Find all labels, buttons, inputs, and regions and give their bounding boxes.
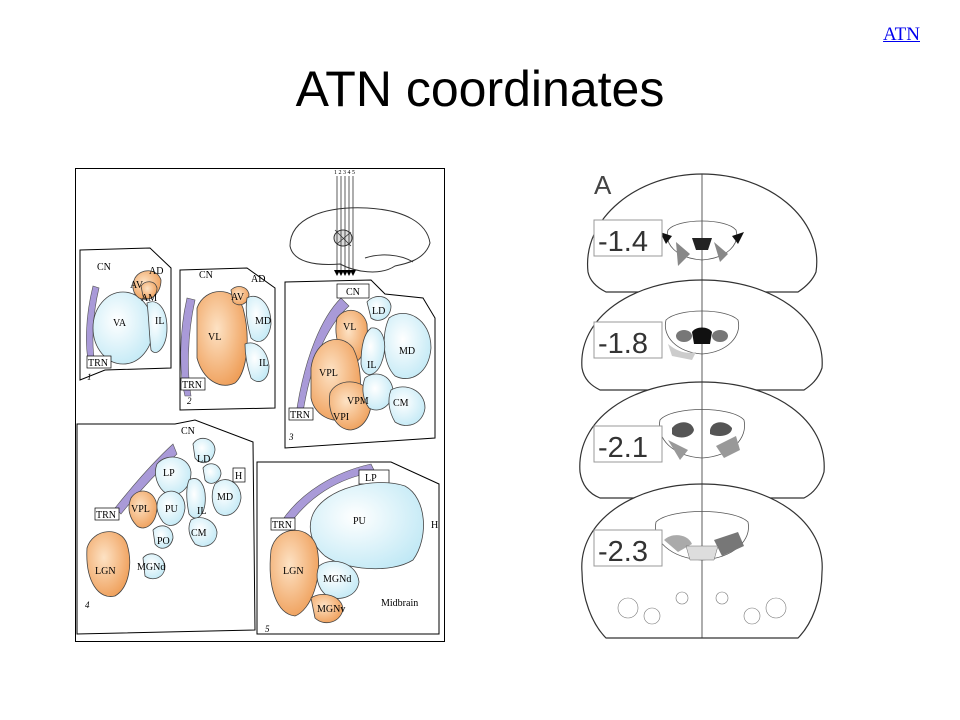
p3-vpl: VPL [319,368,338,379]
brain-sketch: 1 2 3 4 5 [289,170,431,276]
p1-cn: CN [97,262,111,273]
panel-letter: A [594,170,612,200]
section-2 [581,279,823,391]
p1-am: AM [141,293,157,304]
p4-pu: PU [165,504,179,515]
p4-md: MD [217,492,233,503]
p3-md: MD [399,346,415,357]
p2-md: MD [255,316,271,327]
p5-mgnd: MGNd [323,574,351,585]
section-4 [581,483,823,639]
slide-title: ATN coordinates [295,61,665,117]
p5-mgnv: MGNv [317,604,345,615]
section-label-4: -2.3 [598,536,648,568]
p4-h: H [235,471,242,482]
section-label-1: -1.4 [598,226,648,258]
panel-2: CN AD AV VL MD IL TRN 2 [179,267,276,411]
p4-po: PO [157,536,170,547]
p2-av: AV [231,292,245,303]
p1-number: 1 [87,372,92,382]
section-label-2: -1.8 [598,328,648,360]
p4-lp: LP [163,468,175,479]
p4-vpl: VPL [131,504,150,515]
p2-cn: CN [199,270,213,281]
p1-av: AV [130,280,144,291]
p3-number: 3 [288,432,294,442]
p3-ld: LD [372,306,385,317]
p3-il: IL [367,360,376,371]
section-1 [587,173,818,293]
p4-il: IL [197,506,206,517]
p3-cn: CN [346,287,360,298]
p1-trn: TRN [88,358,108,369]
thalamus-nuclei-figure: 1 2 3 4 5 CN AD AV AM VA IL TRN 1 CN AD … [75,168,445,642]
section-label-3: -2.1 [598,432,648,464]
p5-midbrain: Midbrain [381,598,418,609]
p4-trn: TRN [96,510,116,521]
p3-vl: VL [343,322,356,333]
p4-cm: CM [191,528,207,539]
p1-il: IL [155,316,164,327]
p4-number: 4 [85,600,90,610]
panel-1: CN AD AV AM VA IL TRN 1 [79,247,172,382]
p4-lgn: LGN [95,566,116,577]
p3-cm: CM [393,398,409,409]
p5-lgn: LGN [283,566,304,577]
panel-4: CN LD LP H MD VPL PU IL CM PO MGNd LGN T… [76,419,256,635]
p2-vl: VL [208,332,221,343]
p2-number: 2 [187,396,192,406]
p1-ad: AD [149,266,163,277]
p2-il: IL [259,358,268,369]
p4-ld: LD [197,454,210,465]
p5-pu: PU [353,516,367,527]
panel-5: LP PU H TRN LGN MGNd MGNv Midbrain 5 [256,461,440,635]
p5-h: H [431,520,438,531]
panel-3: CN LD VL MD IL VPL VPM VPI CM TRN 3 [284,279,436,449]
p4-mgnd: MGNd [137,562,165,573]
p3-vpi: VPI [333,412,349,423]
p2-trn: TRN [182,380,202,391]
atn-link[interactable]: ATN [883,24,920,45]
coronal-sections-figure: A -1.4 -1.8 -2.1 [568,168,830,642]
brain-ticks: 1 2 3 4 5 [334,170,355,176]
p2-ad: AD [251,274,265,285]
p5-trn: TRN [272,520,292,531]
p3-vpm: VPM [347,396,369,407]
p4-cn: CN [181,426,195,437]
section-3 [579,381,825,499]
p3-trn: TRN [290,410,310,421]
p1-va: VA [113,318,127,329]
p5-lp: LP [365,473,377,484]
p5-number: 5 [265,624,270,634]
